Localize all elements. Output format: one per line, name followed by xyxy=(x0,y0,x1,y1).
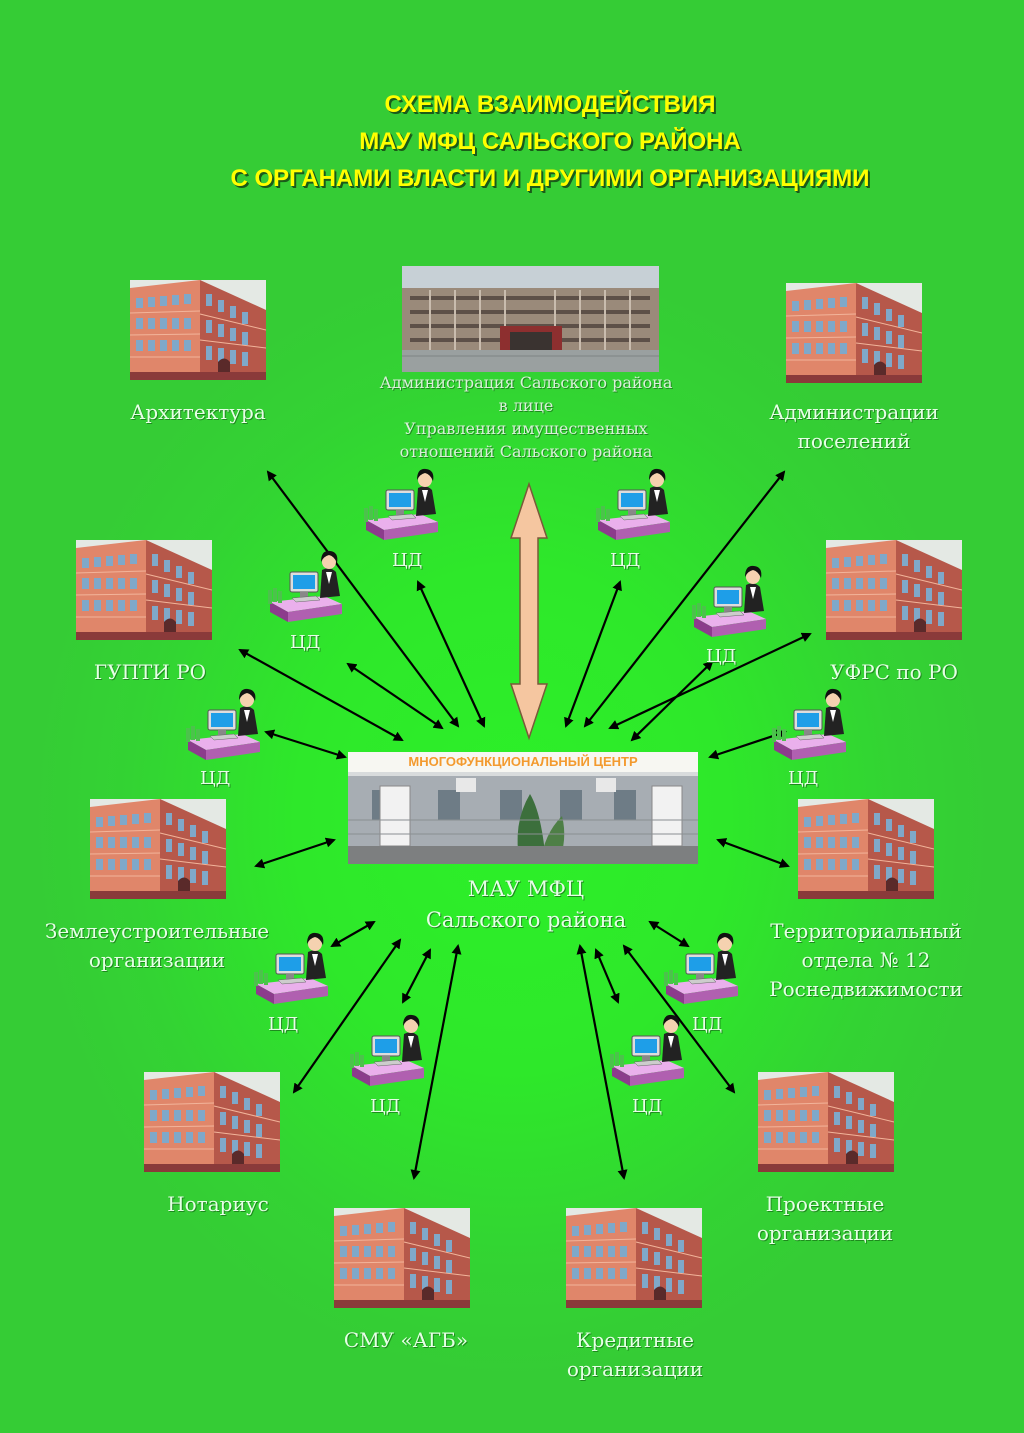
worker-icon-right xyxy=(771,688,847,760)
org-label-rosreestr: Территориальный отдела № 12 Роснедвижимо… xyxy=(746,917,986,1004)
admin-line-3: Управления имущественных xyxy=(404,419,648,438)
org-label-smu: СМУ «АГБ» xyxy=(343,1328,469,1352)
worker-icon-bottom-left xyxy=(349,1014,425,1086)
org-label-credit: Кредитные организации xyxy=(540,1326,730,1384)
building-icon-credit xyxy=(566,1208,702,1308)
arrow-design xyxy=(622,944,736,1094)
building-icon-notary xyxy=(144,1072,280,1172)
cd-label-ufrs: ЦД xyxy=(706,646,737,667)
org-label-land: Землеустроительные организации xyxy=(20,917,294,975)
org-label-design-2: организации xyxy=(756,1221,894,1245)
cd-label-land: ЦД xyxy=(268,1014,299,1035)
admin-line-4: отношений Сальского района xyxy=(399,442,653,461)
worker-icon-left xyxy=(185,688,261,760)
arrow-credit xyxy=(576,944,628,1180)
building-icon-design xyxy=(758,1072,894,1172)
org-label-gupti: ГУПТИ РО xyxy=(93,660,207,684)
arrow-cd-bottom-right xyxy=(594,948,620,1004)
worker-icon-top-left xyxy=(363,468,439,540)
cd-label-top-right: ЦД xyxy=(610,550,641,571)
center-line-1: МАУ МФЦ xyxy=(467,877,585,901)
worker-icon-gupti xyxy=(267,550,343,622)
big-double-arrow xyxy=(509,481,549,741)
arrow-notary xyxy=(292,938,402,1094)
admin-line-1: Администрация Сальского района xyxy=(379,373,673,392)
arrow-gupti xyxy=(238,649,404,741)
cd-label-rosreestr: ЦД xyxy=(692,1014,723,1035)
arrow-cd-gupti xyxy=(346,662,444,730)
org-label-notary: Нотариус xyxy=(167,1192,269,1216)
arrow-cd-top-right xyxy=(564,580,622,728)
building-icon-ufrs xyxy=(826,540,962,640)
center-label: МАУ МФЦ Сальского района xyxy=(386,874,666,936)
org-label-credit-1: Кредитные xyxy=(576,1328,694,1352)
org-label-land-2: организации xyxy=(88,948,226,972)
org-label-ufrs: УФРС по РО xyxy=(830,660,958,684)
arrow-cd-rosreestr xyxy=(648,920,690,948)
building-icon-gupti xyxy=(76,540,212,640)
arrow-cd-bottom-left xyxy=(402,948,431,1004)
center-photo xyxy=(348,752,698,864)
org-label-rosreestr-1: Территориальный xyxy=(770,919,962,943)
building-icon-land xyxy=(90,799,226,899)
org-label-rosreestr-3: Роснедвижимости xyxy=(769,977,963,1001)
worker-icon-top-right xyxy=(595,468,671,540)
cd-label-gupti: ЦД xyxy=(290,632,321,653)
administration-photo xyxy=(402,266,659,372)
arrow-land xyxy=(254,837,336,869)
org-label-land-1: Землеустроительные xyxy=(44,919,270,943)
org-label-credit-2: организации xyxy=(566,1357,704,1381)
admin-label: Администрация Сальского района в лице Уп… xyxy=(324,371,728,463)
cd-label-top-left: ЦД xyxy=(392,550,423,571)
arrow-cd-ufrs xyxy=(630,660,714,742)
cd-label-bottom-left: ЦД xyxy=(370,1096,401,1117)
org-label-rosreestr-2: отдела № 12 xyxy=(801,948,931,972)
arrow-cd-left xyxy=(264,729,347,760)
building-icon-rosreestr xyxy=(798,799,934,899)
cd-label-bottom-right: ЦД xyxy=(632,1096,663,1117)
arrow-cd-top-left xyxy=(416,580,486,728)
arrow-rosreestr xyxy=(716,838,790,868)
building-icon-settlements xyxy=(786,283,922,383)
diagram-title: СХЕМА ВЗАИМОДЕЙСТВИЯ МАУ МФЦ САЛЬСКОГО Р… xyxy=(0,86,1024,197)
center-sign: МНОГОФУНКЦИОНАЛЬНЫЙ ЦЕНТР xyxy=(408,754,638,769)
building-icon-architecture xyxy=(130,280,266,380)
arrow-cd-land xyxy=(330,921,376,947)
org-label-design: Проектные организации xyxy=(730,1190,920,1248)
title-line-2: МАУ МФЦ САЛЬСКОГО РАЙОНА xyxy=(359,128,741,155)
arrow-smu xyxy=(410,944,462,1180)
cd-label-right: ЦД xyxy=(788,768,819,789)
org-label-settlements: Администрации поселений xyxy=(734,398,974,456)
worker-icon-bottom-right xyxy=(609,1014,685,1086)
title-line-1: СХЕМА ВЗАИМОДЕЙСТВИЯ xyxy=(384,91,716,118)
title-line-3: С ОРГАНАМИ ВЛАСТИ И ДРУГИМИ ОРГАНИЗАЦИЯМ… xyxy=(230,165,870,192)
worker-icon-rosreestr xyxy=(663,932,739,1004)
center-line-2: Сальского района xyxy=(425,908,627,932)
org-label-settlements-2: поселений xyxy=(797,429,911,453)
building-icon-smu xyxy=(334,1208,470,1308)
org-label-settlements-1: Администрации xyxy=(769,400,939,424)
org-label-design-1: Проектные xyxy=(765,1192,885,1216)
org-label-architecture: Архитектура xyxy=(130,400,266,424)
cd-label-left: ЦД xyxy=(200,768,231,789)
admin-line-2: в лице xyxy=(498,396,554,415)
